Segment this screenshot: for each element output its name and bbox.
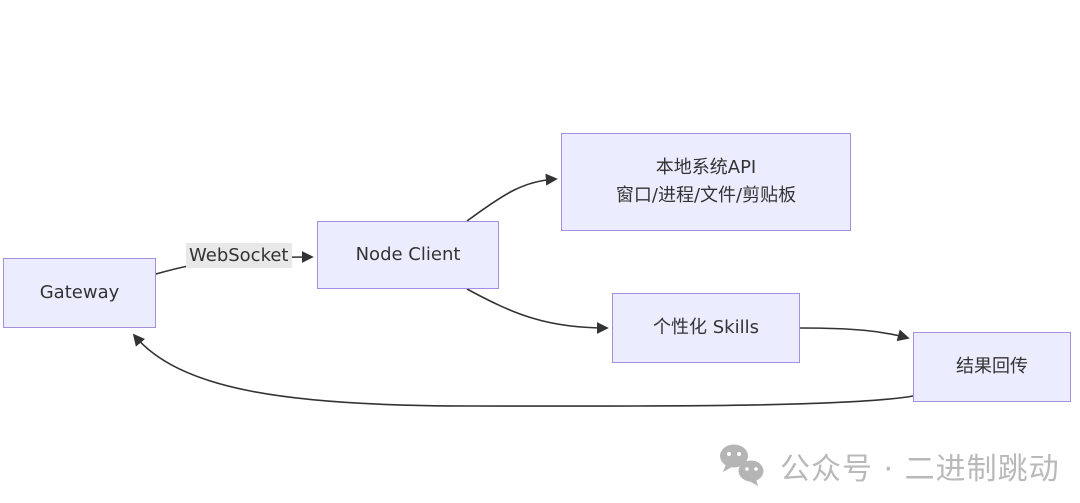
watermark: 公众号 · 二进制跳动 bbox=[718, 443, 1060, 489]
watermark-text: 公众号 · 二进制跳动 bbox=[780, 452, 1060, 487]
node-local-system-api: 本地系统API 窗口/进程/文件/剪贴板 bbox=[561, 133, 851, 231]
edge-label-websocket: WebSocket bbox=[186, 243, 292, 269]
node-result-return-label: 结果回传 bbox=[956, 356, 1028, 378]
edge-nodeclient-to-localapi bbox=[466, 173, 558, 222]
edge-result-to-gateway bbox=[132, 333, 914, 407]
edge-nodeclient-to-skills bbox=[466, 288, 609, 334]
node-local-system-api-line1: 本地系统API bbox=[655, 157, 757, 179]
node-personalized-skills-label: 个性化 Skills bbox=[653, 317, 759, 339]
node-local-system-api-line2: 窗口/进程/文件/剪贴板 bbox=[615, 185, 797, 206]
node-result-return: 结果回传 bbox=[913, 332, 1071, 402]
node-personalized-skills: 个性化 Skills bbox=[612, 293, 800, 363]
node-node-client-label: Node Client bbox=[355, 244, 461, 266]
edge-skills-to-result bbox=[799, 327, 910, 342]
node-gateway-label: Gateway bbox=[39, 282, 120, 304]
node-gateway: Gateway bbox=[3, 258, 156, 328]
wechat-icon bbox=[720, 444, 764, 486]
node-node-client: Node Client bbox=[317, 221, 499, 289]
